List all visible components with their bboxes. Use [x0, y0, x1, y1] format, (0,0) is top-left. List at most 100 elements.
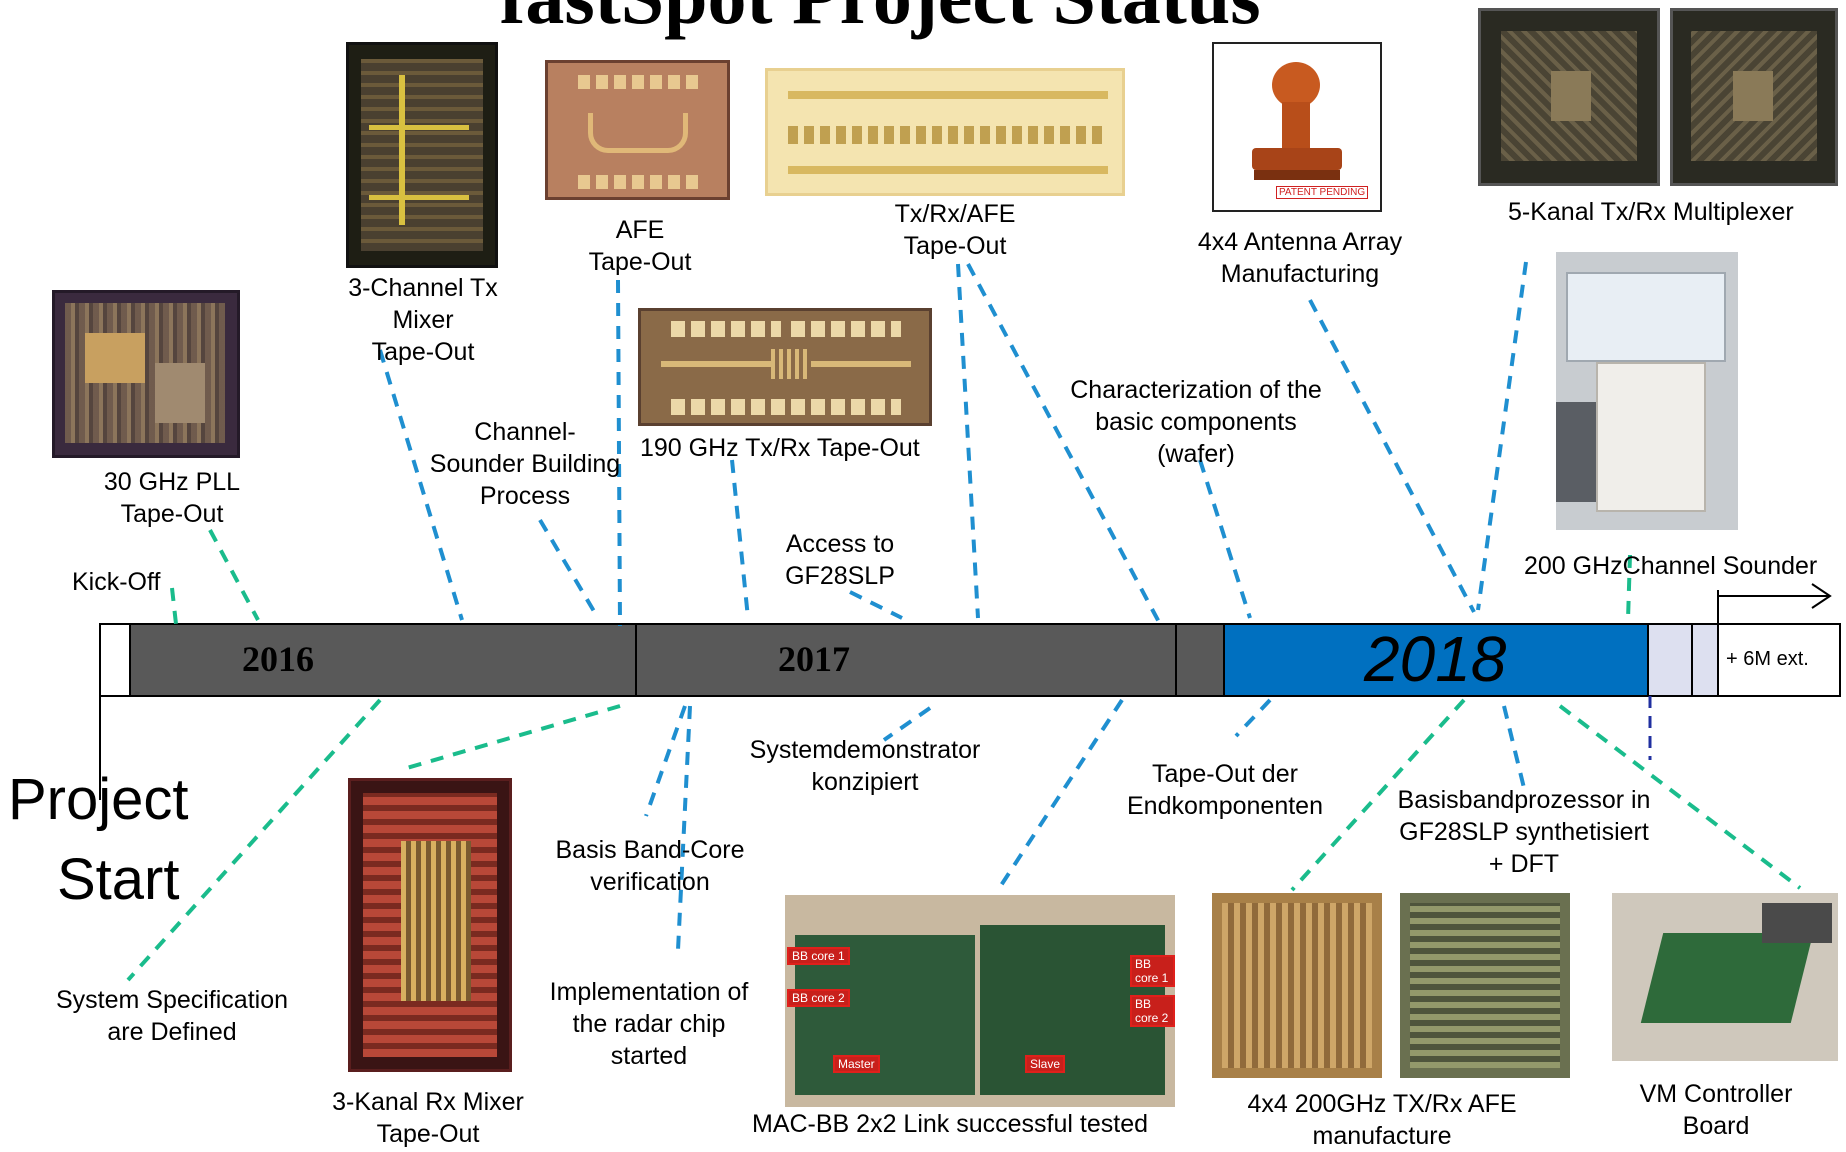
afe-line2: Tape-Out — [588, 248, 692, 276]
afe-manufacture-chip-photo-2 — [1400, 893, 1570, 1078]
timeline-ext-segment-2 — [1691, 623, 1719, 697]
tx-mixer-line3: Tape-Out — [371, 338, 475, 366]
connector-channel-build — [538, 518, 600, 620]
vm-line2: Board — [1682, 1112, 1750, 1140]
project-start-label: Project Start — [8, 760, 189, 920]
connector-access — [849, 590, 903, 620]
kickoff-label: Kick-Off — [72, 568, 161, 596]
connector-macbb — [996, 698, 1124, 892]
antenna-label: 4x4 Antenna Array Manufacturing — [1180, 226, 1420, 290]
bbcore-line2: verification — [590, 868, 710, 896]
antenna-line2: Manufacturing — [1220, 260, 1380, 288]
connector-afe-manu — [1290, 698, 1466, 892]
connector-tx-mixer — [378, 349, 464, 621]
year-2017-label: 2017 — [778, 639, 850, 679]
bb-core-1-tag-right: BB core 1 — [1130, 955, 1175, 987]
tx-mixer-label: 3-Channel Tx Mixer Tape-Out — [338, 272, 508, 368]
connector-kickoff — [170, 587, 178, 625]
connector-vm — [1558, 704, 1802, 890]
bbcore-line1: Basis Band-Core — [555, 836, 745, 864]
tx-mixer-line2: Mixer — [392, 306, 454, 334]
characterization-label: Characterization of the basic components… — [1056, 374, 1336, 470]
bb-core-2-tag-left: BB core 2 — [787, 989, 850, 1007]
sysspec-label: System Specification are Defined — [44, 984, 300, 1048]
bbproc-line1: Basisbandprozessor in — [1397, 786, 1651, 814]
master-tag: Master — [833, 1055, 880, 1073]
connector-sysdemo — [882, 706, 932, 742]
sysdemo-line1: Systemdemonstrator — [749, 736, 981, 764]
timeline-ext-box — [1717, 623, 1841, 697]
sounder200-label: 200 GHzChannel Sounder — [1524, 552, 1818, 580]
page-title: fastSpot Project Status — [430, 0, 1330, 42]
tapeout-end-label: Tape-Out der Endkomponenten — [1114, 758, 1336, 822]
vm-label: VM Controller Board — [1616, 1078, 1816, 1142]
afe-line1: AFE — [615, 216, 665, 244]
project-start-line1: Project — [8, 767, 189, 832]
channel-build-line1: Channel- — [474, 418, 576, 446]
txrx-afe-label: Tx/Rx/AFE Tape-Out — [880, 198, 1030, 262]
timeline-2016-segment — [129, 623, 637, 697]
rx-mixer-line2: Tape-Out — [376, 1120, 480, 1148]
connector-txrx-afe-1 — [956, 263, 980, 619]
slave-tag: Slave — [1025, 1055, 1066, 1073]
connector-bbcore — [644, 705, 687, 817]
afe-manu-line2: manufacture — [1312, 1122, 1452, 1150]
bb-core-1-tag-left: BB core 1 — [787, 947, 850, 965]
sysdemo-line2: konzipiert — [811, 768, 919, 796]
ghz190-label: 190 GHz Tx/Rx Tape-Out — [640, 434, 920, 462]
characterization-line3: (wafer) — [1157, 440, 1235, 468]
radar-line1: Implementation of — [549, 978, 749, 1006]
radar-label: Implementation of the radar chip started — [536, 976, 762, 1072]
txrx-afe-line1: Tx/Rx/AFE — [894, 200, 1016, 228]
characterization-line2: basic components — [1095, 408, 1297, 436]
sysdemo-label: Systemdemonstrator konzipiert — [740, 734, 990, 798]
connector-antenna — [1308, 299, 1476, 613]
stamp-photo: PATENT PENDING — [1212, 42, 1382, 212]
bbproc-line2: GF28SLP synthetisiert — [1399, 818, 1649, 846]
year-2016-label: 2016 — [242, 639, 314, 679]
txrx-afe-line2: Tape-Out — [903, 232, 1007, 260]
afe-chip-photo — [545, 60, 730, 200]
multiplexer-chip-photo-2 — [1670, 8, 1838, 186]
bbcore-label: Basis Band-Core verification — [540, 834, 760, 898]
rx-mixer-line1: 3-Kanal Rx Mixer — [332, 1088, 524, 1116]
tapeout-end-line1: Tape-Out der — [1152, 760, 1298, 788]
macbb-label: MAC-BB 2x2 Link successful tested — [752, 1110, 1148, 1138]
timeline-2018-segment — [1223, 623, 1649, 697]
multiplexer-label: 5-Kanal Tx/Rx Multiplexer — [1508, 198, 1794, 226]
ghz190-chip-photo — [638, 308, 932, 426]
connector-bbproc — [1502, 705, 1526, 789]
characterization-line1: Characterization of the — [1070, 376, 1322, 404]
sysspec-line1: System Specification — [55, 986, 289, 1014]
connector-rx-mixer — [399, 704, 621, 772]
antenna-line1: 4x4 Antenna Array — [1197, 228, 1403, 256]
vm-line1: VM Controller — [1639, 1080, 1793, 1108]
radar-line3: started — [610, 1042, 688, 1070]
tx-mixer-chip-photo — [346, 42, 498, 268]
connector-sysspec — [126, 698, 382, 982]
tapeout-end-line2: Endkomponenten — [1127, 792, 1323, 820]
connector-190 — [730, 459, 750, 619]
patent-label: PATENT PENDING — [1276, 186, 1369, 199]
pll-label: 30 GHz PLL Tape-Out — [74, 466, 270, 530]
connector-sounder200 — [1626, 554, 1632, 621]
afe-manu-line1: 4x4 200GHz TX/Rx AFE — [1247, 1090, 1517, 1118]
access-label: Access to GF28SLP — [770, 528, 910, 592]
rx-mixer-label: 3-Kanal Rx Mixer Tape-Out — [316, 1086, 540, 1150]
year-2018-label: 2018 — [1364, 623, 1507, 695]
access-line1: Access to — [785, 530, 895, 558]
connector-afe — [616, 279, 622, 627]
pll-line1: 30 GHz PLL — [103, 468, 241, 496]
radar-line2: the radar chip — [572, 1010, 726, 1038]
afe-manufacture-chip-photo-1 — [1212, 893, 1382, 1078]
lab-setup-photo — [1556, 252, 1738, 530]
extension-label: + 6M ext. — [1726, 648, 1809, 670]
rx-mixer-chip-photo — [348, 778, 512, 1072]
connector-tapeout-end — [1234, 698, 1272, 738]
connector-radar — [676, 705, 692, 951]
timeline-2017-segment — [635, 623, 1177, 697]
sysspec-line2: are Defined — [107, 1018, 237, 1046]
connector-characterization — [1198, 459, 1252, 619]
arrow-head-icon — [1811, 583, 1832, 609]
timeline-ext-segment-1 — [1647, 623, 1693, 697]
